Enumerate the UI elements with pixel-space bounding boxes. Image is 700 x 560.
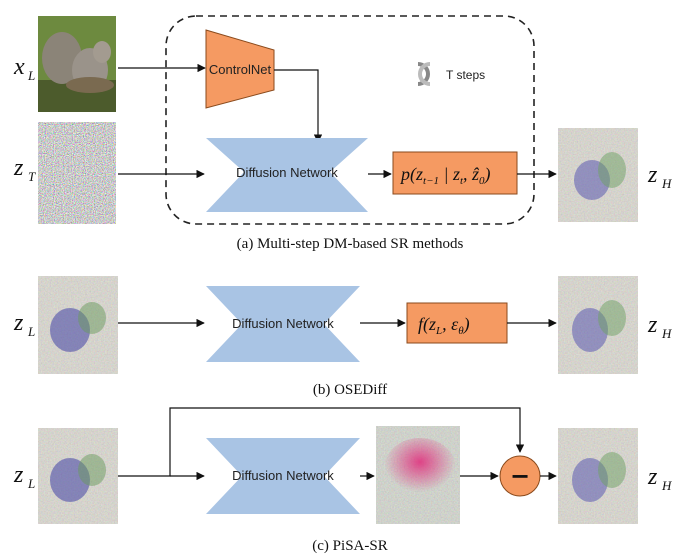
diffusion-network-a: Diffusion Network: [206, 138, 368, 212]
output-zh-label-c: z H: [647, 464, 672, 493]
input-image-b: [38, 276, 118, 374]
skip-connection-arrow: [118, 407, 525, 477]
svg-text:H: H: [661, 176, 672, 191]
arrow-controlnet-to-network: [274, 69, 323, 143]
output-zh-label-b: z H: [647, 312, 672, 341]
network-label-b: Diffusion Network: [232, 316, 334, 331]
function-formula: f(zL, εθ): [418, 314, 470, 337]
svg-text:T: T: [28, 169, 36, 184]
noise-image-zt: [38, 122, 116, 224]
posterior-formula: p(zt−1 | zt, ẑ0): [399, 164, 491, 187]
diffusion-network-b: Diffusion Network: [206, 286, 360, 362]
svg-text:x: x: [13, 54, 25, 80]
controlnet-block: ControlNet: [205, 29, 275, 109]
output-image-c: [558, 428, 638, 524]
loop-icon: [417, 62, 431, 86]
caption-b: (b) OSEDiff: [313, 382, 387, 398]
input-xl-label: x L: [13, 54, 35, 83]
network-label-c: Diffusion Network: [232, 468, 334, 483]
posterior-box: p(zt−1 | zt, ẑ0): [392, 151, 518, 195]
network-label-a: Diffusion Network: [236, 165, 338, 180]
output-image-a: [558, 128, 638, 222]
svg-text:H: H: [661, 478, 672, 493]
squirrel-photo: [38, 16, 116, 112]
subtract-node: −: [499, 455, 541, 497]
output-zh-label-a: z H: [647, 162, 672, 191]
svg-text:z: z: [647, 464, 658, 490]
caption-a: (a) Multi-step DM-based SR methods: [237, 236, 464, 252]
svg-text:z: z: [13, 310, 24, 336]
function-box: f(zL, εθ): [406, 302, 508, 344]
svg-text:z: z: [647, 162, 658, 188]
svg-text:L: L: [27, 68, 35, 83]
svg-text:H: H: [661, 326, 672, 341]
controlnet-label: ControlNet: [209, 62, 272, 77]
t-steps-label: T steps: [446, 68, 485, 82]
diffusion-network-c: Diffusion Network: [206, 438, 360, 514]
svg-text:z: z: [13, 462, 24, 488]
svg-text:z: z: [647, 312, 658, 338]
input-image-c: [38, 428, 118, 524]
input-zl-label-b: z L: [13, 310, 35, 339]
svg-text:L: L: [27, 324, 35, 339]
output-image-b: [558, 276, 638, 374]
input-zl-label-c: z L: [13, 462, 35, 491]
caption-c: (c) PiSA-SR: [312, 538, 387, 554]
minus-symbol: −: [510, 462, 530, 490]
svg-text:z: z: [13, 155, 24, 181]
input-zt-label: z T: [13, 155, 36, 184]
svg-text:L: L: [27, 476, 35, 491]
residual-image: [376, 426, 460, 524]
